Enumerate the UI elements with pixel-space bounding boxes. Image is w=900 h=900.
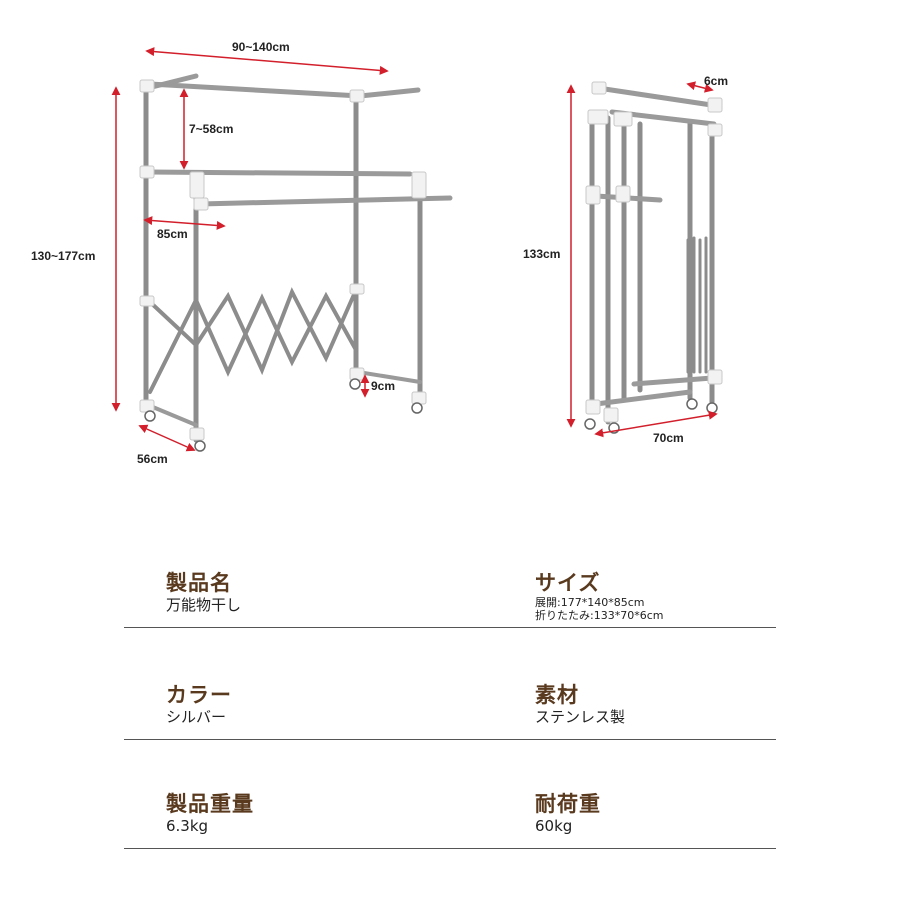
arm-range-label: 7~58cm xyxy=(189,122,233,136)
spec-value: シルバー xyxy=(166,708,227,726)
spec-value: 万能物干し xyxy=(166,596,242,614)
spec-label: 素材 xyxy=(535,683,579,707)
spec-label: カラー xyxy=(166,683,232,707)
product-dimension-diagram: 90~140cm 7~58cm 85cm 130~177cm 9cm 56cm … xyxy=(31,40,728,466)
divider xyxy=(124,739,776,740)
spec-label: サイズ xyxy=(535,571,601,595)
folded-depth-label: 6cm xyxy=(704,74,728,88)
spec-value: 6.3kg xyxy=(166,817,209,835)
spec-color: カラー シルバー xyxy=(166,682,232,726)
spec-label: 製品重量 xyxy=(166,792,254,816)
depth-label: 56cm xyxy=(137,452,168,466)
divider xyxy=(124,848,776,849)
folded-rack-illustration xyxy=(584,81,723,434)
base-height-label: 9cm xyxy=(371,379,395,393)
spec-weight: 製品重量 6.3kg xyxy=(166,791,254,835)
width-range-label: 90~140cm xyxy=(232,40,290,54)
spec-value: 60kg xyxy=(535,817,573,835)
spec-product-name: 製品名 万能物干し xyxy=(166,570,241,614)
divider xyxy=(124,627,776,628)
spec-value: ステンレス製 xyxy=(535,708,626,726)
spec-label: 製品名 xyxy=(166,571,232,595)
spec-size: サイズ 展開:177*140*85cm 折りたたみ:133*70*6cm xyxy=(535,570,663,622)
spec-value-folded: 折りたたみ:133*70*6cm xyxy=(535,609,664,622)
dimension-arrows xyxy=(111,47,718,452)
spec-label: 耐荷重 xyxy=(535,792,601,816)
folded-width-label: 70cm xyxy=(653,431,684,445)
spec-material: 素材 ステンレス製 xyxy=(535,682,625,726)
spec-load-capacity: 耐荷重 60kg xyxy=(535,791,601,835)
folded-height-label: 133cm xyxy=(523,247,560,261)
expanded-rack-illustration xyxy=(139,73,453,452)
height-range-label: 130~177cm xyxy=(31,249,95,263)
arm-length-label: 85cm xyxy=(157,227,188,241)
spec-value-expanded: 展開:177*140*85cm xyxy=(535,596,645,609)
